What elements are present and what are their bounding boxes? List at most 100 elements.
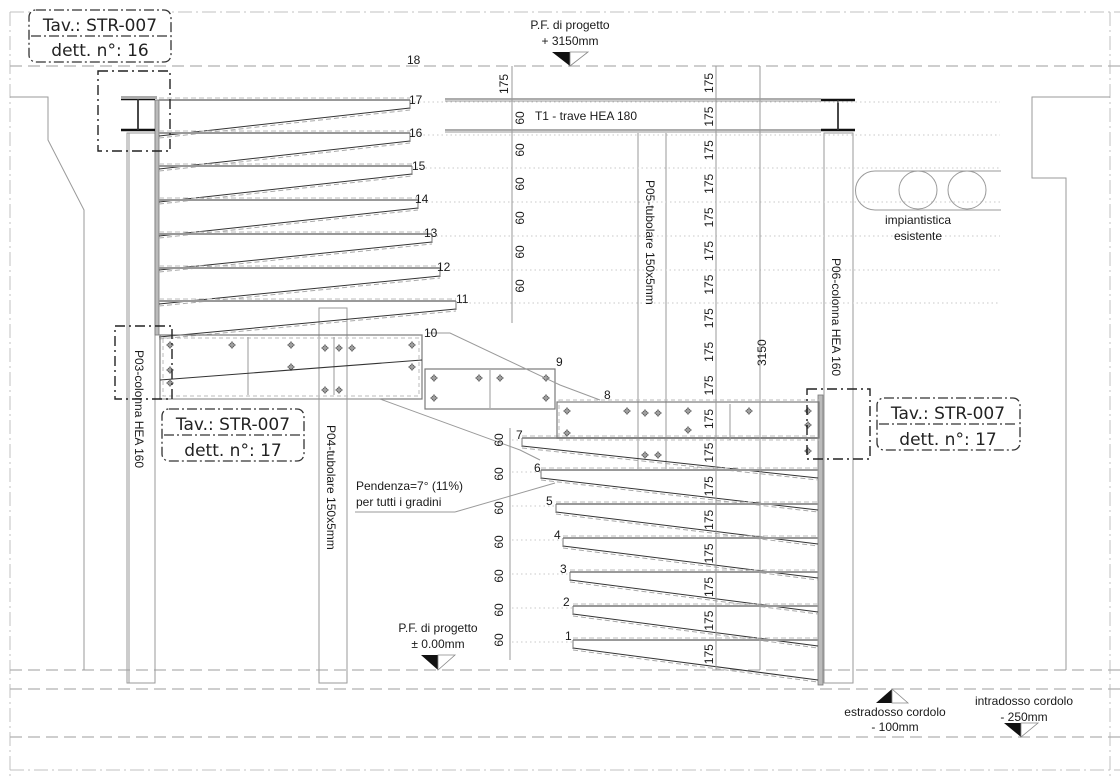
bolt-icon: [228, 341, 236, 349]
bolt-markers: [166, 341, 812, 459]
tread-thickness-label: 60: [492, 433, 506, 447]
landing-plate-8: [556, 399, 822, 441]
step-number-7: 7: [516, 428, 523, 442]
riser-dim-label: 175: [702, 610, 716, 630]
svg-text:estradosso cordolo: estradosso cordolo: [844, 705, 946, 719]
level-top-text: P.F. di progetto + 3150mm: [530, 18, 609, 48]
bolt-icon: [321, 386, 329, 394]
existing-services: [855, 170, 1001, 211]
tread-thickness-label: 60: [513, 177, 527, 191]
riser-dim-label: 175: [702, 409, 716, 429]
bolt-icon: [563, 407, 571, 415]
i-beam-left-icon: [121, 96, 157, 132]
stringer-plate-right: [817, 394, 824, 686]
tread: [158, 163, 1000, 205]
member-label-p03: P03-colonna HEA 160: [132, 350, 146, 468]
riser-dim-label: 175: [702, 543, 716, 563]
detail-box-17-left: [114, 325, 173, 400]
step-number-11: 11: [456, 292, 469, 306]
bolt-icon: [475, 374, 483, 382]
landing-plate-9: [424, 368, 556, 410]
bolt-icon: [654, 409, 662, 417]
svg-text:P.F. di progetto: P.F. di progetto: [398, 621, 477, 635]
bolt-icon: [496, 374, 504, 382]
step-number-13: 13: [424, 226, 438, 240]
step-number-8: 8: [604, 388, 611, 402]
level-intradosso-text: intradosso cordolo - 250mm: [975, 694, 1073, 724]
bolt-icon: [542, 394, 550, 402]
riser-dim-label: 175: [702, 341, 716, 361]
lower-flight: [512, 435, 819, 683]
riser-dim-label: 175: [702, 207, 716, 227]
stair-outline-lower: [160, 398, 541, 461]
step-number-3: 3: [560, 562, 567, 576]
tread-thickness-label: 60: [492, 535, 506, 549]
bolt-icon: [804, 447, 812, 455]
step-number-9: 9: [556, 355, 563, 369]
upper-flight: [158, 97, 1000, 340]
step-number-14: 14: [415, 192, 429, 206]
svg-text:- 100mm: - 100mm: [871, 720, 918, 734]
column-p03: [126, 132, 156, 684]
bolt-icon: [684, 407, 692, 415]
bolt-icon: [335, 344, 343, 352]
tread: [512, 535, 819, 581]
step-number-15: 15: [412, 159, 426, 173]
services-label-2: esistente: [894, 229, 942, 243]
tread-thickness-label: 60: [492, 569, 506, 583]
tread: [512, 603, 819, 649]
stair-outline-upper: [428, 332, 601, 401]
column-p06: [823, 132, 854, 684]
bolt-icon: [408, 341, 416, 349]
level-marker-intradosso-icon: [1004, 722, 1040, 738]
tread: [158, 197, 1000, 239]
step-number-10: 10: [424, 326, 438, 340]
step-number-1: 1: [565, 629, 572, 643]
svg-text:Tav.: STR-007: Tav.: STR-007: [175, 415, 290, 435]
detail-box-16: [97, 70, 171, 152]
tread: [158, 231, 1000, 273]
bolt-icon: [654, 451, 662, 459]
svg-text:intradosso cordolo: intradosso cordolo: [975, 694, 1073, 708]
step-number-18: 18: [407, 53, 421, 67]
svg-text:Tav.: STR-007: Tav.: STR-007: [42, 16, 157, 36]
tread-thickness-label: 60: [492, 633, 506, 647]
riser-dim-label: 175: [702, 73, 716, 93]
riser-dim-label: 175: [702, 442, 716, 462]
step-number-16: 16: [409, 126, 423, 140]
bolt-icon: [408, 363, 416, 371]
tread-thickness-label: 60: [513, 143, 527, 157]
bolt-icon: [641, 409, 649, 417]
riser-dim-label: 175: [702, 375, 716, 395]
step-number-12: 12: [437, 260, 451, 274]
riser-dim-label: 175: [497, 74, 511, 94]
bolt-icon: [745, 407, 753, 415]
riser-dim-label: 175: [702, 274, 716, 294]
tread: [512, 435, 819, 481]
detail-tag-17-right: Tav.: STR-007 dett. n°: 17: [876, 397, 1021, 451]
riser-dim-label: 175: [702, 308, 716, 328]
slope-note-1: Pendenza=7° (11%): [356, 479, 463, 493]
step-number-5: 5: [546, 494, 553, 508]
level-marker-estradosso-icon: [876, 688, 910, 704]
bolt-icon: [684, 426, 692, 434]
riser-dim-label: 175: [702, 173, 716, 193]
step-number-17: 17: [409, 93, 423, 107]
bolt-icon: [287, 363, 295, 371]
bolt-icon: [287, 341, 295, 349]
slope-leader: [454, 482, 556, 513]
step-number-6: 6: [534, 461, 541, 475]
svg-text:dett. n°: 17: dett. n°: 17: [899, 430, 996, 450]
step-number-4: 4: [554, 528, 561, 542]
stringer-plate-left: [154, 99, 160, 336]
tread-thickness-label: 60: [492, 501, 506, 515]
svg-text:dett. n°: 17: dett. n°: 17: [184, 441, 281, 461]
svg-text:± 0.00mm: ± 0.00mm: [411, 637, 464, 651]
beam-t1: [445, 98, 821, 133]
riser-dim-label: 175: [702, 577, 716, 597]
bolt-icon: [623, 407, 631, 415]
riser-dim-label: 175: [702, 644, 716, 664]
tread-thickness-label: 60: [513, 279, 527, 293]
